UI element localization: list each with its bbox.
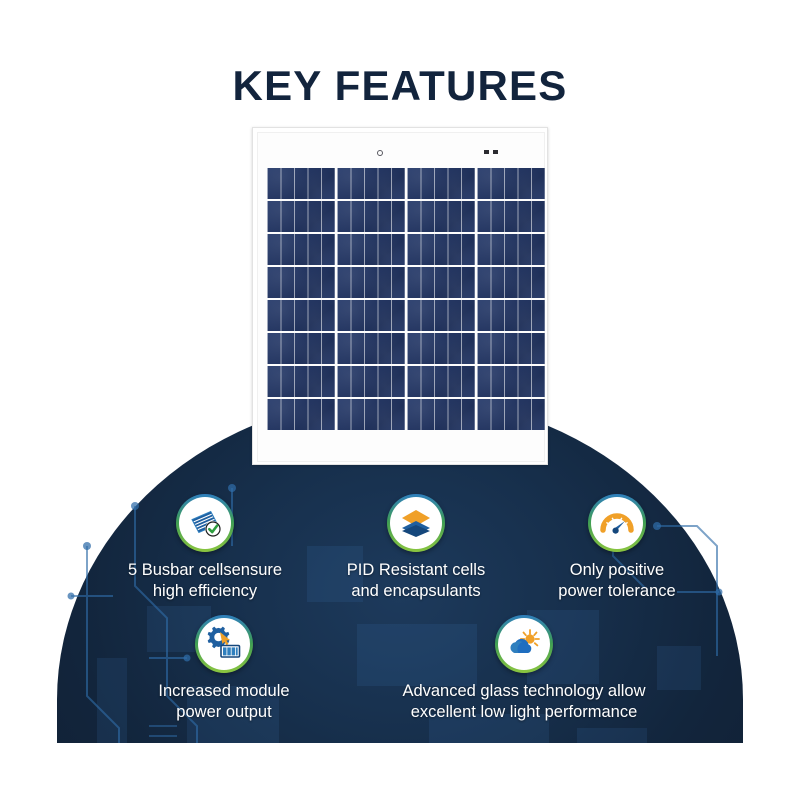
solar-cell-grid	[267, 168, 545, 430]
solar-cell	[267, 366, 335, 397]
solar-cell	[337, 300, 405, 331]
feature-label: PID Resistant cells and encapsulants	[346, 561, 486, 600]
feature-item-increased-output: Increased module power output	[126, 615, 322, 723]
solar-cell	[477, 333, 545, 364]
decor-block	[429, 714, 549, 743]
decor-block	[307, 546, 363, 602]
decor-block	[357, 624, 477, 686]
solar-cell	[337, 333, 405, 364]
solar-cell	[267, 300, 335, 331]
solar-cell	[477, 168, 545, 199]
solar-cell	[477, 366, 545, 397]
feature-item-busbar-cells: 5 Busbar cellsensure high efficiency	[107, 494, 303, 602]
solar-cell	[407, 267, 475, 298]
solar-cell	[477, 201, 545, 232]
feature-icon-ring	[176, 494, 234, 552]
solar-cell	[407, 399, 475, 430]
solar-cell	[267, 234, 335, 265]
solar-cell	[337, 399, 405, 430]
gauge-meter-icon	[591, 497, 643, 549]
solar-cell	[337, 168, 405, 199]
solar-cell	[337, 267, 405, 298]
feature-icon-ring	[588, 494, 646, 552]
solar-cell	[477, 234, 545, 265]
feature-icon-ring	[195, 615, 253, 673]
feature-label: Only positive power tolerance	[558, 561, 676, 600]
solar-panel-image	[252, 127, 548, 465]
solar-cell	[407, 366, 475, 397]
solar-cell	[407, 300, 475, 331]
feature-label: 5 Busbar cellsensure high efficiency	[127, 561, 283, 600]
solar-cell	[407, 333, 475, 364]
solar-cell	[407, 168, 475, 199]
solar-cell	[407, 201, 475, 232]
decor-block	[97, 658, 127, 743]
solar-cell	[267, 168, 335, 199]
layers-stack-icon	[390, 497, 442, 549]
solar-cell-check-icon	[179, 497, 231, 549]
feature-label: Increased module power output	[158, 682, 290, 721]
feature-icon-ring	[495, 615, 553, 673]
solar-cell	[267, 267, 335, 298]
solar-cell	[267, 333, 335, 364]
feature-item-power-tolerance: Only positive power tolerance	[524, 494, 710, 602]
panel-branding-row	[266, 143, 546, 165]
page-title: KEY FEATURES	[232, 62, 568, 109]
feature-label: Advanced glass technology allow excellen…	[402, 682, 646, 721]
solar-cell	[337, 201, 405, 232]
gear-module-icon	[198, 618, 250, 670]
decor-block	[187, 686, 279, 743]
solar-cell	[267, 399, 335, 430]
sun-cloud-icon	[498, 618, 550, 670]
decor-block	[577, 728, 647, 743]
feature-item-glass-technology: Advanced glass technology allow excellen…	[380, 615, 668, 723]
feature-icon-ring	[387, 494, 445, 552]
solar-cell	[267, 201, 335, 232]
solar-cell	[477, 399, 545, 430]
solar-cell	[477, 267, 545, 298]
solar-cell	[477, 300, 545, 331]
solar-cell	[337, 234, 405, 265]
solar-cell	[337, 366, 405, 397]
feature-item-pid-resistant: PID Resistant cells and encapsulants	[318, 494, 514, 602]
panel-frame	[257, 132, 545, 462]
solar-cell	[407, 234, 475, 265]
